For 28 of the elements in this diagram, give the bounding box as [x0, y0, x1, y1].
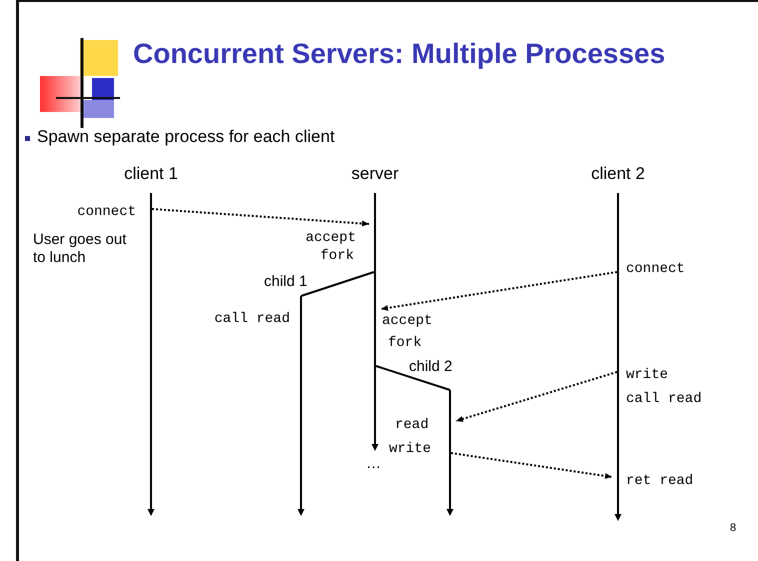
lifeline-title: client 1	[123, 164, 179, 184]
note-text: User goes out to lunch	[33, 231, 128, 267]
slide-title: Concurrent Servers: Multiple Processes	[133, 38, 666, 70]
step-label: write	[389, 440, 432, 458]
step-label: call read	[214, 310, 290, 328]
step-label: ret read	[626, 472, 694, 490]
step-label: accept	[306, 229, 356, 247]
fork-line	[300, 271, 374, 297]
step-label: fork	[320, 247, 354, 265]
step-label: connect	[626, 260, 685, 278]
step-label: fork	[388, 334, 422, 352]
ellipsis-mark: …	[366, 455, 381, 473]
message-arrow	[152, 208, 370, 226]
lifeline-title: server	[350, 164, 400, 184]
step-label: call read	[626, 390, 702, 408]
fork-line	[376, 365, 450, 391]
lifeline-title: child 1	[264, 273, 308, 291]
bullet-text: Spawn separate process for each client	[37, 128, 335, 146]
message-arrow	[380, 271, 618, 311]
page-number: 8	[730, 521, 736, 536]
step-label: connect	[77, 203, 136, 221]
lifeline-title: child 2	[409, 358, 452, 376]
step-label: accept	[382, 312, 432, 330]
message-arrow	[456, 371, 618, 422]
message-arrow	[450, 452, 612, 479]
step-label: write	[626, 366, 668, 384]
lifeline-title: client 2	[590, 164, 646, 184]
step-label: read	[395, 416, 429, 434]
